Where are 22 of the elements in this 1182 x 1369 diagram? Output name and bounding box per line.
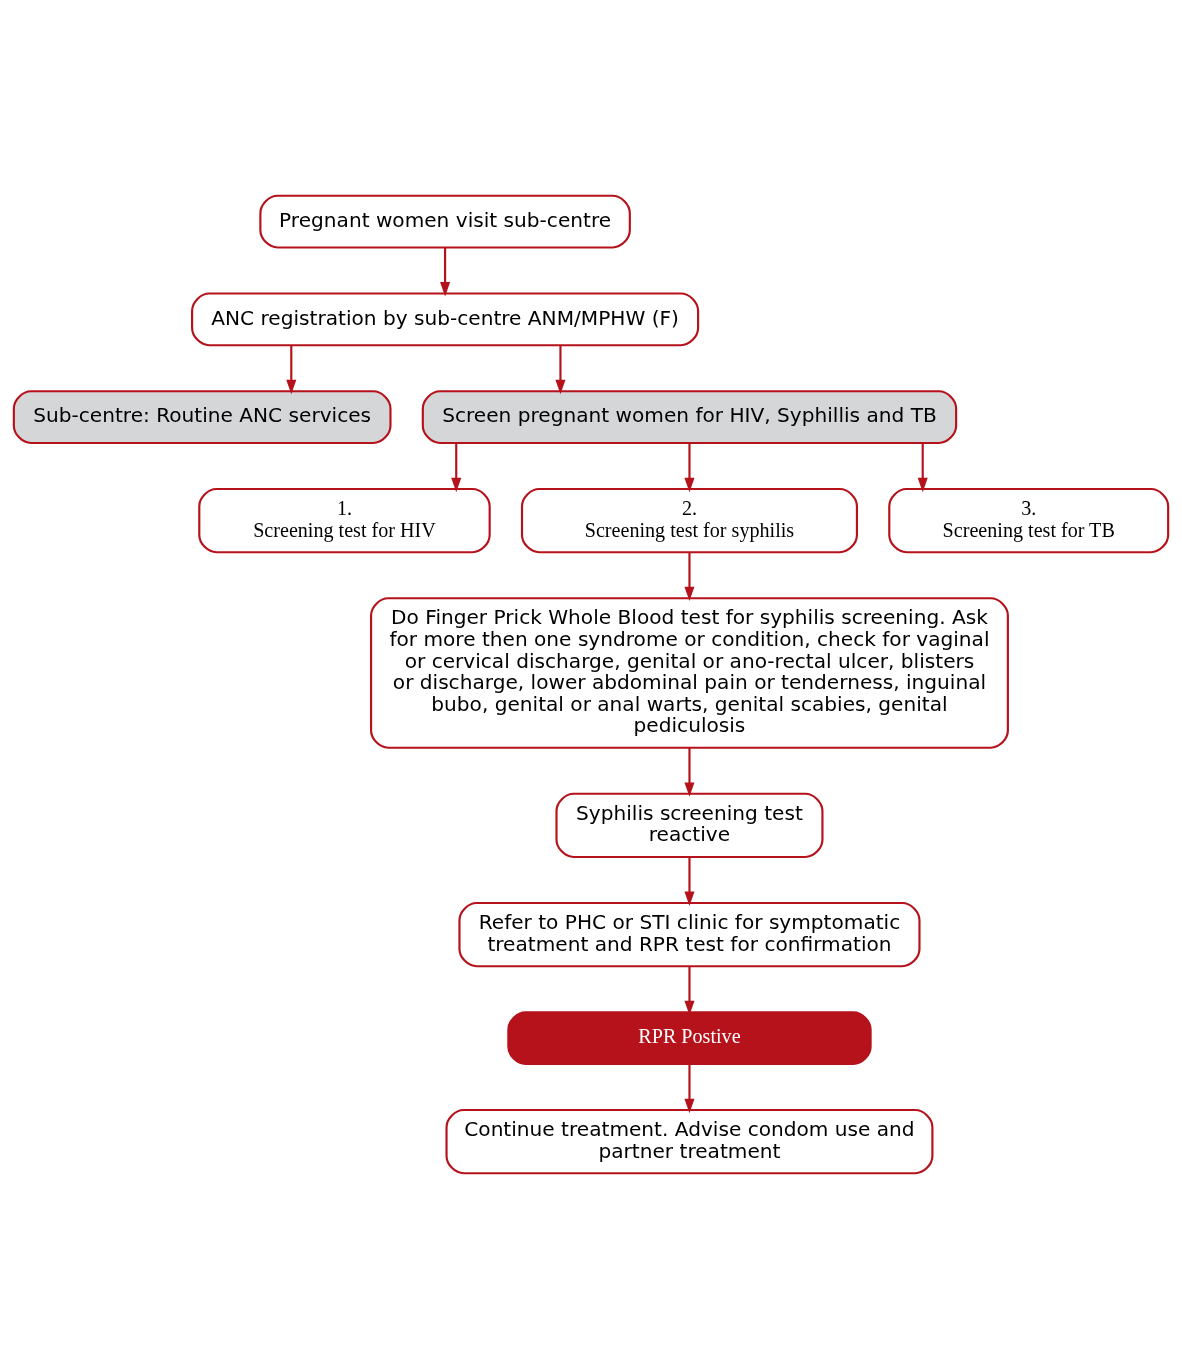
node-box: 2. Screening test for syphilis: [520, 487, 859, 554]
node-box: Continue treatment. Advise condom use and partner treatment: [445, 1108, 934, 1175]
arrow: [440, 247, 451, 297]
node-box: RPR Postive: [507, 1011, 872, 1066]
arrow: [451, 443, 462, 493]
arrow: [684, 552, 695, 602]
node-box: Refer to PHC or STI clinic for symptomatic treatment and RPR test for confirmation: [458, 901, 921, 968]
arrow: [684, 857, 695, 906]
node-box: Do Finger Prick Whole Blood test for syphilis screening. Ask for more then one syndrome or condition, check for vaginal or cervical discharge, genital or ano-rectal ulcer, blisters or discharge, lower abdominal pain or tenderness, inguinal bubo, genital or anal warts, genital scabies, genital pediculosis: [370, 597, 1009, 749]
node-box: 3. Screening test for TB: [888, 487, 1170, 554]
arrow: [286, 345, 297, 395]
arrow: [684, 443, 695, 493]
node-box: Screen pregnant women for HIV, Syphillis and TB: [421, 390, 958, 445]
arrow: [555, 345, 566, 395]
arrow: [917, 443, 928, 493]
arrow: [684, 1064, 695, 1114]
node-box: Syphilis screening test reactive: [555, 792, 824, 859]
node-box: 1. Screening test for HIV: [198, 487, 491, 554]
arrow: [684, 747, 695, 797]
node-box: Pregnant women visit sub-centre: [259, 194, 631, 249]
node-box: Sub-centre: Routine ANC services: [12, 390, 392, 445]
node-box: ANC registration by sub-centre ANM/MPHW (F): [191, 292, 700, 347]
